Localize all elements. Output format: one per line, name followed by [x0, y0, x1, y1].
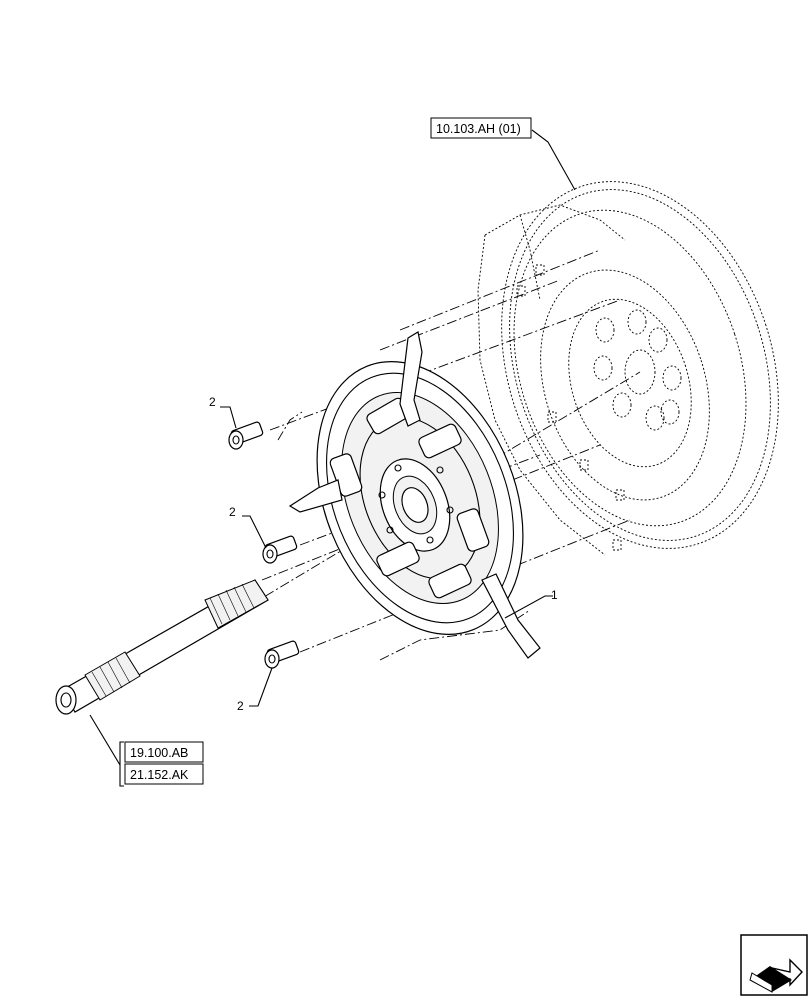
- reference-shaft-2-label: 21.152.AK: [130, 768, 189, 782]
- callout-bolt-middle: 2: [229, 505, 236, 519]
- reference-shaft-group[interactable]: 19.100.AB 21.152.AK: [119, 741, 204, 787]
- damper-springs: [329, 397, 490, 599]
- reference-shaft-1-label: 19.100.AB: [130, 746, 188, 760]
- splined-shaft: [55, 579, 269, 715]
- release-lever-top: [399, 331, 423, 427]
- flywheel: [477, 181, 779, 556]
- next-page-arrow-icon[interactable]: [740, 934, 808, 996]
- reference-flywheel-label: 10.103.AH (01): [436, 122, 521, 136]
- bolt-upper: [228, 421, 264, 450]
- callout-bolt-lower: 2: [237, 699, 244, 713]
- reference-flywheel[interactable]: 10.103.AH (01): [430, 117, 532, 139]
- callout-clutch-assembly: 1: [551, 588, 558, 602]
- release-lever-left: [288, 479, 343, 513]
- clutch-assembly: [288, 331, 541, 659]
- bolt-middle: [262, 535, 298, 564]
- bolt-lower: [264, 640, 300, 669]
- leader-lines: [89, 129, 576, 766]
- callout-bolt-upper: 2: [209, 395, 216, 409]
- release-lever-bottom: [481, 573, 541, 659]
